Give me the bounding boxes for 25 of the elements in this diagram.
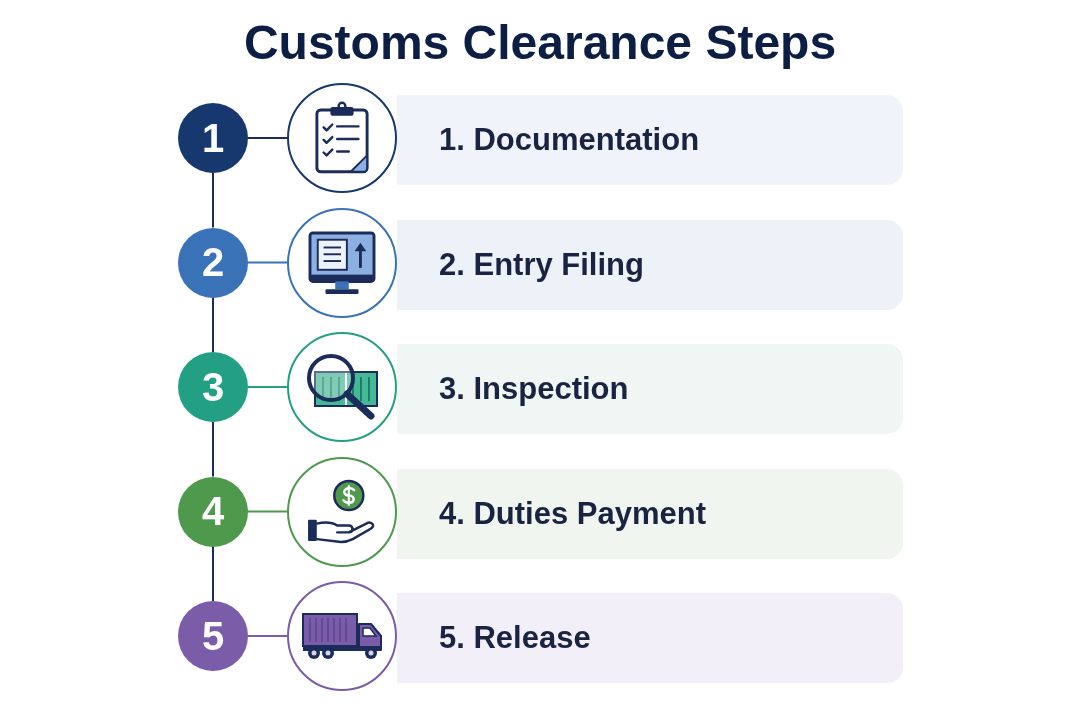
step-number-circle: 5 (178, 601, 248, 671)
step-title: 1. Documentation (439, 122, 700, 158)
step-title: 3. Inspection (439, 371, 629, 407)
step-title: 2. Entry Filing (439, 246, 644, 283)
connector-line (212, 172, 214, 229)
step-number-circle: 3 (178, 352, 248, 422)
title: Customs Clearance Steps (243, 15, 837, 71)
step-band (397, 344, 903, 434)
step-title: 4. Duties Payment (439, 495, 707, 532)
connector-line (212, 421, 214, 478)
step-number-circle: 2 (178, 227, 248, 298)
step-band (397, 219, 903, 310)
step-number-circle: 4 (178, 476, 248, 547)
connector-line (247, 635, 288, 637)
connector-line (247, 510, 288, 513)
step-band (397, 468, 903, 559)
connector-line (247, 261, 288, 264)
connector-line (212, 545, 214, 602)
connector-line (247, 386, 288, 388)
connector-line (247, 137, 288, 139)
step-number-circle: 1 (178, 103, 248, 173)
step-title: 5. Release (439, 620, 591, 656)
step-band (397, 95, 903, 185)
connector-line (212, 296, 214, 353)
step-band (397, 593, 903, 683)
